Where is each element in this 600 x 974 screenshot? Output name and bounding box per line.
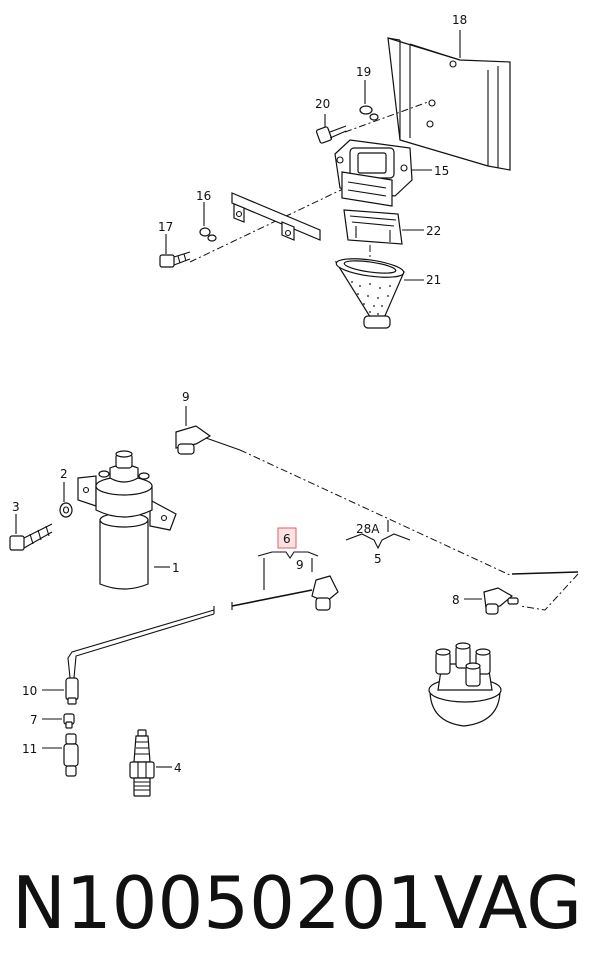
axis-line-bracket [189,187,346,263]
exploded-parts-diagram: 18 19 20 15 16 17 22 21 9 2 3 1 28A 5 6 … [9,13,579,797]
bracket-28a-5 [345,520,411,550]
bracket-plate [231,192,321,241]
label-28a: 28A [356,522,380,536]
screw-17 [159,234,191,268]
label-9-lower: 9 [296,558,304,572]
label-22: 22 [426,224,441,238]
control-unit-15 [334,139,432,207]
mounting-plate-assembly [387,30,511,171]
label-7: 7 [30,713,38,727]
ignition-coil-1 [77,450,177,590]
label-5: 5 [374,552,382,566]
label-8: 8 [452,593,460,607]
washer-19 [359,80,379,121]
label-16: 16 [196,189,211,203]
label-18: 18 [452,13,467,27]
label-19: 19 [356,65,371,79]
distributor-cap [428,642,502,727]
terminal-sleeve-7 [42,713,75,729]
plug-connector-11 [42,733,79,777]
label-11: 11 [22,742,37,756]
label-4: 4 [174,761,182,775]
part-number: N10050201 [12,861,433,945]
ignition-lead-short [42,575,339,705]
highlight-box-6 [277,527,297,549]
label-15: 15 [434,164,449,178]
caption-bar: N10050201 VAG [0,848,600,958]
washer-2 [59,482,73,518]
rubber-boot-21 [334,258,424,329]
label-6: 6 [283,532,291,546]
ignition-lead-long [175,406,579,611]
screw-20 [315,114,347,144]
callout-6-bracket [257,551,319,590]
spark-plug-4 [129,729,172,797]
label-21: 21 [426,273,441,287]
label-17: 17 [158,220,173,234]
label-1: 1 [172,561,180,575]
label-2: 2 [60,467,68,481]
connector-22 [343,209,424,245]
label-3: 3 [12,500,20,514]
washer-16 [199,202,217,242]
brand-name: VAG [433,861,582,945]
label-9-upper: 9 [182,390,190,404]
label-10: 10 [22,684,37,698]
label-20: 20 [315,97,330,111]
lead-connector-8 [464,587,519,615]
screw-3 [9,514,53,551]
